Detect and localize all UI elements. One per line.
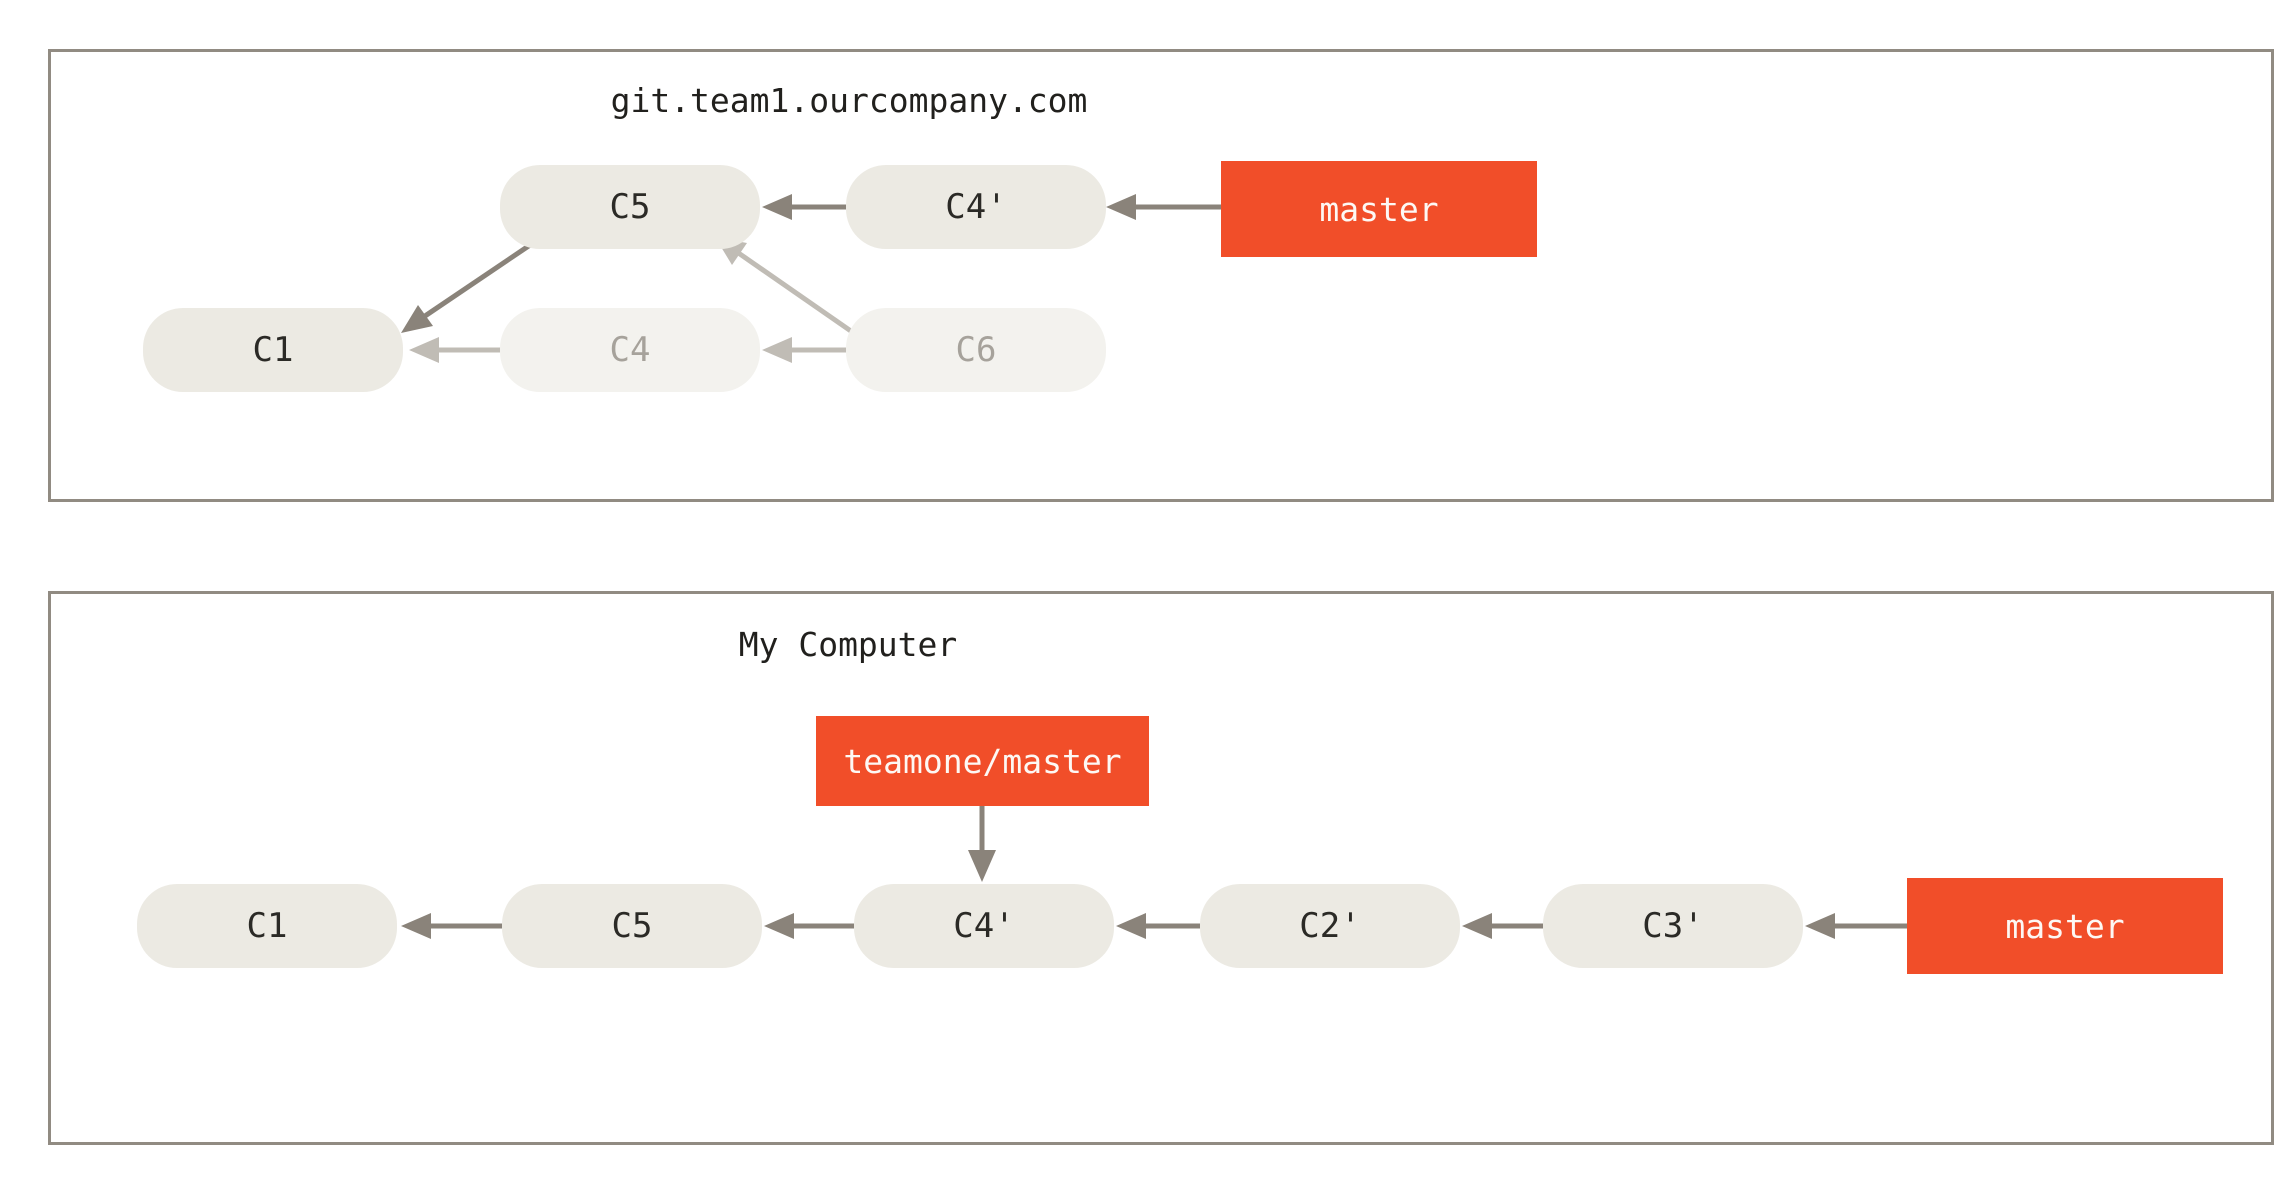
arrow-left-icon (1462, 913, 1492, 939)
edge-master-to-c4p (1106, 194, 1221, 220)
commit-node-c1: C1 (137, 884, 397, 968)
commit-node-c4-prime: C4' (854, 884, 1114, 968)
arrow-left-icon (409, 337, 439, 363)
edge-c4-to-c1-faded (409, 337, 500, 363)
commit-node-c4-prime: C4' (846, 165, 1106, 249)
edge-master-to-c3p (1805, 913, 1907, 939)
server-panel-title: git.team1.ourcompany.com (610, 81, 1088, 120)
arrow-down-left-icon (401, 305, 433, 333)
branch-label-master: master (1221, 161, 1537, 257)
local-panel-title: My Computer (738, 625, 958, 664)
commit-node-c5: C5 (500, 165, 760, 249)
arrow-down-icon (968, 850, 996, 882)
commit-node-c2-prime: C2' (1200, 884, 1460, 968)
server-commit-graph-edges (401, 194, 1221, 363)
arrow-left-icon (401, 913, 431, 939)
commit-node-c6-abandoned: C6 (846, 308, 1106, 392)
edge-teamone-master-to-c4p (968, 806, 996, 882)
server-repo-panel: git.team1.ourcompany.com (48, 49, 2274, 502)
edge-c4p-to-c5 (762, 194, 846, 220)
commit-node-c5: C5 (502, 884, 762, 968)
arrow-left-icon (762, 337, 792, 363)
arrow-left-icon (762, 194, 792, 220)
arrow-left-icon (764, 913, 794, 939)
arrow-left-icon (1106, 194, 1136, 220)
arrow-left-icon (1116, 913, 1146, 939)
branch-label-teamone-master: teamone/master (816, 716, 1149, 806)
edge-c2p-to-c4p (1116, 913, 1200, 939)
local-commit-graph-edges (401, 806, 1907, 939)
branch-label-master: master (1907, 878, 2223, 974)
edge-c6-to-c4-faded (762, 337, 846, 363)
edge-c4p-to-c5 (764, 913, 854, 939)
commit-node-c3-prime: C3' (1543, 884, 1803, 968)
local-repo-panel: My Computer (48, 591, 2274, 1145)
edge-c3p-to-c2p (1462, 913, 1543, 939)
edge-c5-to-c1 (401, 913, 502, 939)
commit-node-c1: C1 (143, 308, 403, 392)
commit-node-c4-abandoned: C4 (500, 308, 760, 392)
arrow-left-icon (1805, 913, 1835, 939)
